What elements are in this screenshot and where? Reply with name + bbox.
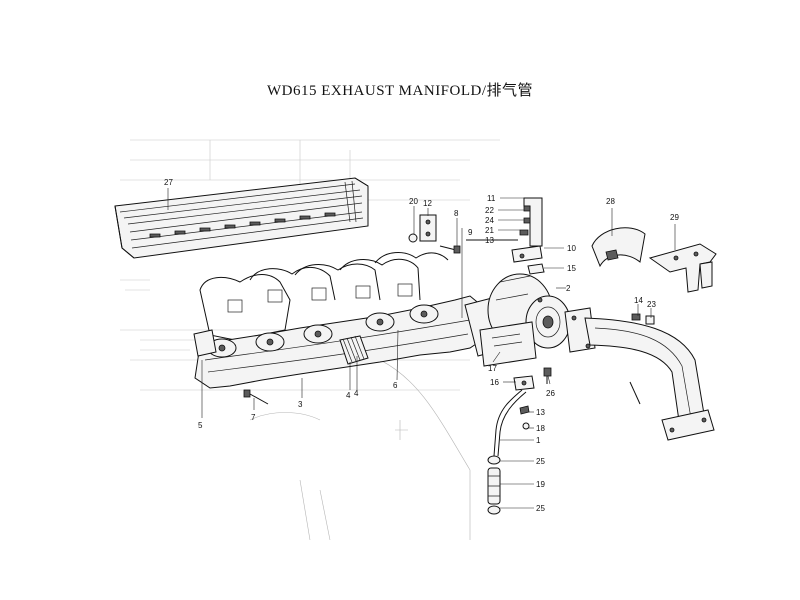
nut-15[interactable] — [527, 263, 545, 275]
callout-14: 14 — [634, 296, 643, 305]
callout-10: 10 — [567, 244, 576, 253]
oil-return-pipe-1[interactable] — [493, 389, 527, 457]
bracket-29[interactable] — [648, 243, 717, 293]
bolt-8[interactable] — [439, 245, 461, 254]
callout-16: 16 — [490, 378, 499, 387]
callout-9: 9 — [468, 228, 473, 237]
callout-13-upper: 13 — [485, 236, 494, 245]
bolt-7[interactable] — [243, 389, 269, 405]
callout-21: 21 — [485, 226, 494, 235]
exhaust-manifold[interactable] — [193, 295, 528, 389]
hose-clamp-25-upper[interactable] — [487, 455, 501, 465]
bracket-10[interactable] — [511, 245, 543, 263]
clamp-28[interactable] — [591, 227, 646, 268]
callout-22: 22 — [485, 206, 494, 215]
callout-1: 1 — [536, 436, 541, 445]
hose-clamp-25-lower[interactable] — [487, 505, 501, 515]
callout-20: 20 — [409, 197, 418, 206]
callout-12: 12 — [423, 199, 432, 208]
callout-26: 26 — [546, 389, 555, 398]
callout-24: 24 — [485, 216, 494, 225]
callout-18: 18 — [536, 424, 545, 433]
plug-26[interactable] — [543, 367, 552, 384]
callout-25-lower: 25 — [536, 504, 545, 513]
bolt-14-nut-23[interactable] — [631, 313, 655, 325]
callout-4b: 4 — [354, 389, 359, 398]
callout-23: 23 — [647, 300, 656, 309]
cylinder-head-ghost — [199, 252, 449, 341]
callout-29: 29 — [670, 213, 679, 222]
flange-16[interactable] — [513, 375, 535, 391]
callout-13-lower: 13 — [536, 408, 545, 417]
hose-19[interactable] — [487, 467, 501, 505]
callout-5: 5 — [198, 421, 203, 430]
bolt-13-lower[interactable] — [519, 405, 530, 415]
callout-4a: 4 — [346, 391, 351, 400]
gasket-5[interactable] — [193, 329, 217, 357]
washer-18[interactable] — [522, 422, 530, 430]
callout-labels: 27 20 12 8 11 22 24 21 13 10 15 28 29 2 … — [164, 178, 679, 513]
callout-2: 2 — [566, 284, 571, 293]
callout-27: 27 — [164, 178, 173, 187]
long-bolt[interactable] — [629, 381, 641, 405]
leader-lines — [167, 188, 676, 509]
heat-shield-27[interactable] — [114, 177, 369, 259]
callout-25-upper: 25 — [536, 457, 545, 466]
callout-19: 19 — [536, 480, 545, 489]
callout-6: 6 — [393, 381, 398, 390]
bracket-17[interactable] — [479, 321, 537, 367]
plate-12[interactable] — [419, 214, 437, 242]
washer-20[interactable] — [408, 233, 418, 243]
callout-11: 11 — [487, 194, 496, 203]
callout-15: 15 — [567, 264, 576, 273]
callout-28: 28 — [606, 197, 615, 206]
diagram-title: WD615 EXHAUST MANIFOLD/排气管 — [266, 83, 534, 99]
callout-3: 3 — [298, 400, 303, 409]
callout-17: 17 — [488, 364, 497, 373]
callout-8: 8 — [454, 209, 459, 218]
bellows-joint[interactable] — [339, 335, 369, 365]
u-bracket-11[interactable] — [519, 197, 543, 247]
exhaust-elbow-pipe[interactable] — [564, 307, 715, 441]
callout-7: 7 — [251, 413, 256, 422]
